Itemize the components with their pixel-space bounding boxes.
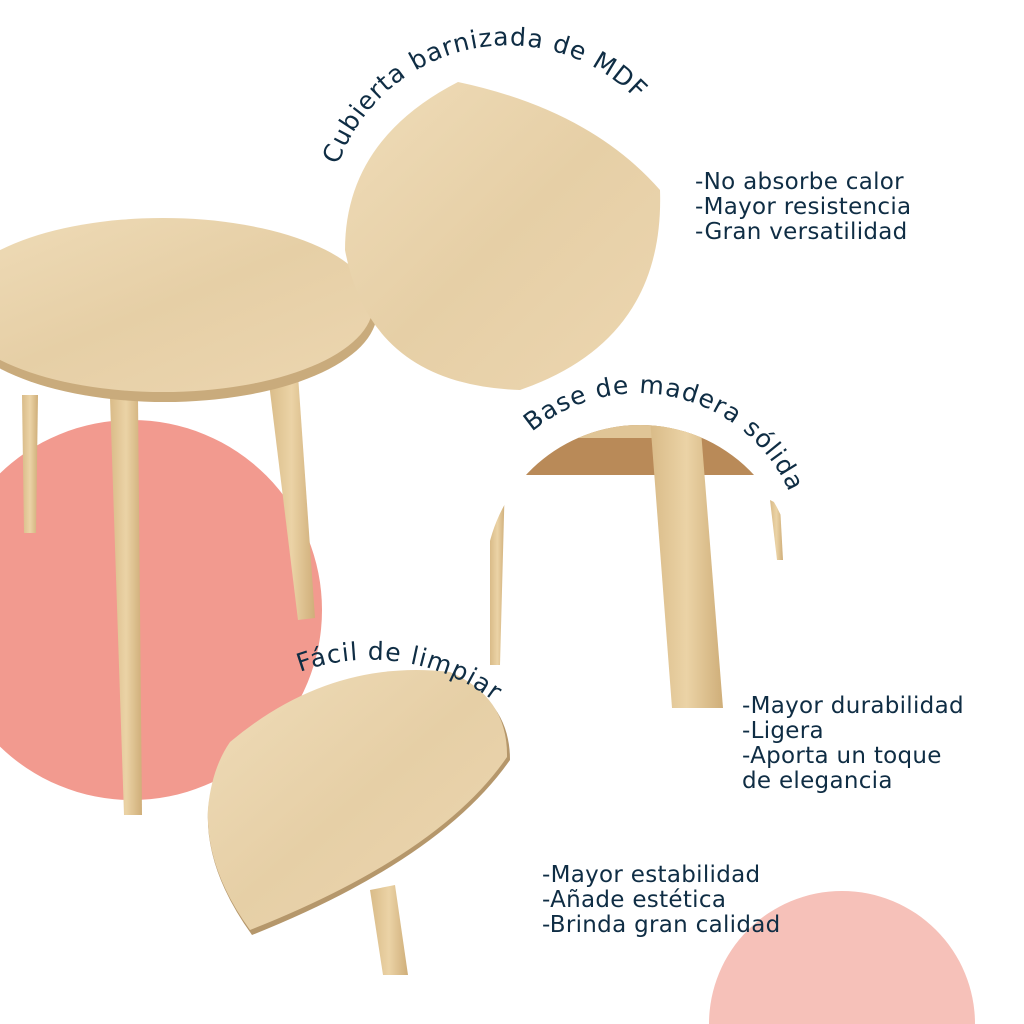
bullet: -Aporta un toque xyxy=(742,743,942,769)
feature-list-top: -No absorbe calor -Mayor resistencia -Gr… xyxy=(695,170,911,245)
bullet: de elegancia xyxy=(742,768,893,794)
bullet: -Ligera xyxy=(742,718,824,744)
base-detail-image xyxy=(490,425,783,708)
pink-circle xyxy=(709,891,975,1024)
bullet: -Añade estética xyxy=(542,887,727,913)
bullet: -No absorbe calor xyxy=(695,169,904,195)
bullet: -Brinda gran calidad xyxy=(542,912,781,938)
feature-list-clean: -Mayor estabilidad -Añade estética -Brin… xyxy=(542,863,781,938)
bullet: -Gran versatilidad xyxy=(695,219,908,245)
feature-list-base: -Mayor durabilidad -Ligera -Aporta un to… xyxy=(742,694,964,794)
bullet: -Mayor estabilidad xyxy=(542,862,761,888)
coral-circle xyxy=(0,420,322,800)
clean-detail-image xyxy=(207,670,510,975)
tabletop-detail-image xyxy=(345,82,661,390)
bullet: -Mayor durabilidad xyxy=(742,693,964,719)
bullet: -Mayor resistencia xyxy=(695,194,912,220)
table-image xyxy=(0,218,377,815)
